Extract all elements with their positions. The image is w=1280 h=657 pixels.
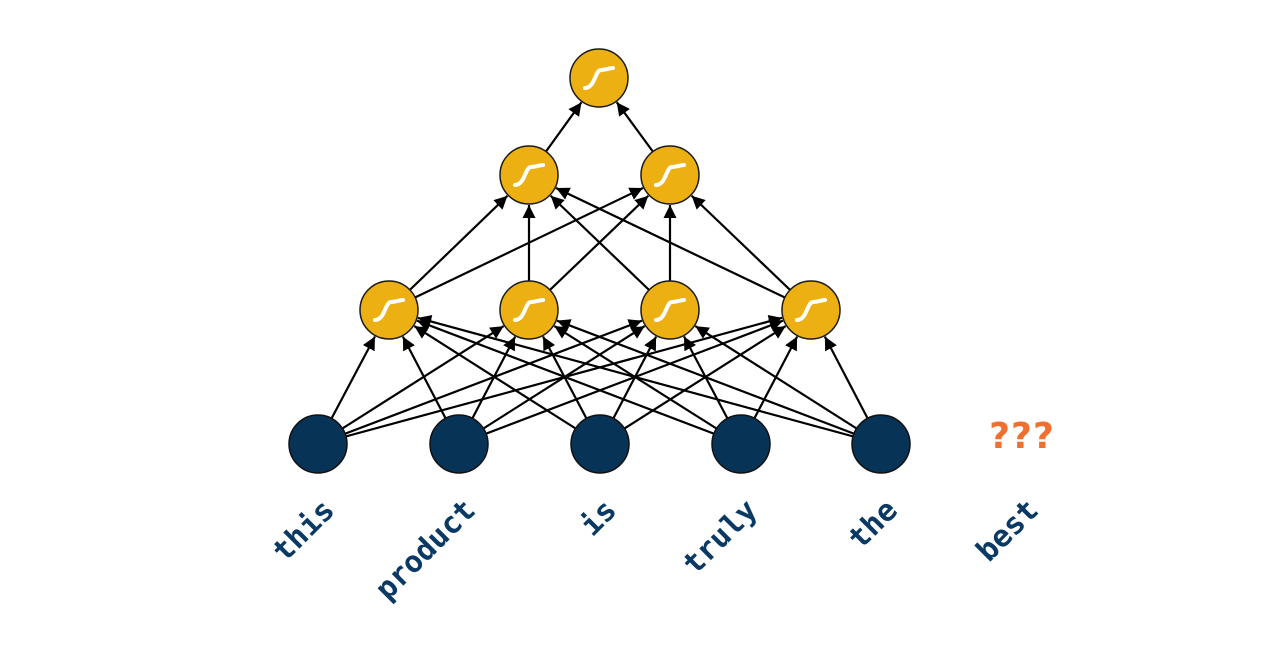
connection-input-3-to-hidden-1-0 [416,319,742,446]
prediction-placeholder: ??? [989,416,1055,457]
input-node-4 [851,414,911,474]
connection-input-1-to-hidden-1-3 [458,319,784,446]
node-circle [640,280,700,340]
connection-input-4-to-hidden-1-1 [556,319,882,446]
node-circle [711,414,771,474]
node-circle [288,414,348,474]
sigmoid-icon [583,66,615,90]
connection-input-4-to-hidden-1-2 [694,325,882,445]
connection-input-1-to-hidden-1-2 [458,325,646,445]
node-circle [851,414,911,474]
hidden-1-node-1 [499,280,559,340]
node-circle [570,414,630,474]
node-circle [569,48,629,108]
sigmoid-icon [795,298,827,322]
node-circle [359,280,419,340]
connection-input-2-to-hidden-1-0 [413,325,601,445]
connection-input-4-to-hidden-1-0 [417,314,882,446]
hidden-1-node-0 [359,280,419,340]
word-label-product: product [369,493,483,607]
nodes [288,48,911,474]
sigmoid-icon [513,298,545,322]
node-circle [499,145,559,205]
connection-input-0-to-hidden-1-2 [317,319,643,446]
input-node-3 [711,414,771,474]
node-circle [640,145,700,205]
word-label-the: the [842,493,905,556]
input-node-2 [570,414,630,474]
sigmoid-icon [373,298,405,322]
connection-hidden-1-3-to-hidden-2-0 [555,186,812,311]
node-circle [781,280,841,340]
sigmoid-icon [654,163,686,187]
output-node-0 [569,48,629,108]
word-label-this: this [266,493,342,569]
node-circle [429,414,489,474]
word-labels: this product is truly the best [266,493,1046,607]
connection-input-2-to-hidden-1-3 [599,325,787,445]
word-label-truly: truly [676,493,765,582]
connection-input-0-to-hidden-1-1 [317,325,505,445]
sigmoid-icon [654,298,686,322]
hidden-2-node-1 [640,145,700,205]
word-label-best: best [970,493,1046,569]
hidden-1-node-2 [640,280,700,340]
connections [317,101,882,446]
hidden-1-node-3 [781,280,841,340]
word-label-is: is [573,493,623,543]
sigmoid-icon [513,163,545,187]
hidden-2-node-0 [499,145,559,205]
input-node-0 [288,414,348,474]
input-node-1 [429,414,489,474]
connection-input-3-to-hidden-1-1 [553,325,742,445]
node-circle [499,280,559,340]
connection-input-0-to-hidden-1-3 [317,314,783,446]
